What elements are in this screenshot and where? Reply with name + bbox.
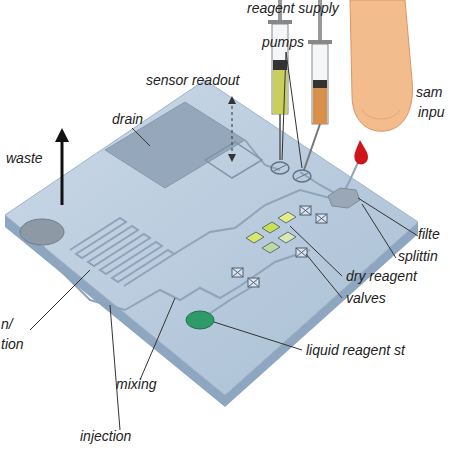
syringe	[268, 0, 292, 160]
callout-label: sensor readout	[146, 72, 239, 88]
valve-symbols	[232, 206, 327, 287]
callout-label: dry reagent	[346, 268, 417, 284]
waste-reservoir	[20, 219, 64, 245]
pump	[271, 162, 289, 174]
channels	[42, 140, 360, 320]
serpentine-channel	[70, 218, 174, 286]
callout-label: liquid reagent st	[306, 342, 405, 358]
waste-arrowhead	[55, 128, 69, 142]
callout-label: reagent supply	[247, 0, 339, 16]
callout-label: pumps	[262, 34, 304, 50]
pump	[293, 170, 311, 182]
leader-lines	[30, 52, 418, 430]
pump-mark	[296, 173, 308, 179]
callout-label: mixing	[116, 376, 156, 392]
callout-label: tion	[1, 336, 24, 352]
callout-label: n/	[1, 316, 13, 332]
callout-label: inpu	[418, 104, 444, 120]
pump-mark	[274, 165, 286, 171]
drain-pad	[105, 102, 245, 188]
liquid-reagent-blister	[186, 311, 214, 329]
callout-label: drain	[112, 111, 143, 127]
callout-label: valves	[346, 290, 386, 306]
sensor-window	[205, 142, 262, 178]
sensor-arrowhead	[228, 154, 236, 162]
dry-reagent-array	[246, 212, 296, 253]
fingernail	[362, 110, 400, 119]
callout-label: injection	[80, 428, 131, 444]
waste-arrow	[61, 140, 64, 205]
callout-label: waste	[6, 150, 43, 166]
callout-label: filte	[418, 226, 440, 242]
filter	[328, 188, 360, 208]
chip-plate	[5, 80, 418, 395]
sensor-readout-arrow	[232, 100, 233, 158]
sensor-arrowhead	[228, 96, 236, 104]
sample-drop	[354, 140, 368, 164]
callout-label: sam	[416, 84, 442, 100]
finger	[350, 0, 412, 131]
callout-label: splittin	[398, 248, 438, 264]
syringe	[304, 0, 332, 170]
